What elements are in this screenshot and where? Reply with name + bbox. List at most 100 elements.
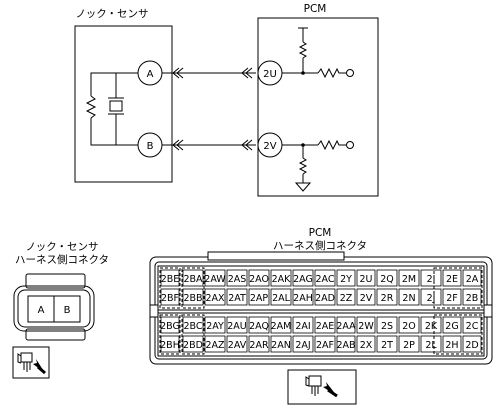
pcm-pin-cavity	[314, 288, 336, 306]
pcm-pin-label: 2AP	[250, 293, 269, 304]
pcm-pin-label: 2AJ	[295, 340, 310, 351]
pcm-pin-cavity	[182, 269, 204, 287]
pcm-pin-label: 2AB	[336, 340, 355, 351]
pcm-pin-label: 2T	[381, 340, 393, 351]
pcm-pin-label: 2O	[402, 321, 416, 332]
pcm-pin-label: 2V	[360, 293, 373, 304]
pcm-pin-label: 2AI	[295, 321, 310, 332]
pcm-pin-label: 2K	[425, 321, 438, 332]
pcm-pin-label: 2S	[381, 321, 393, 332]
pcm-pin-cavity	[292, 316, 314, 334]
pcm-pin-label: 2Z	[340, 293, 353, 304]
pcm-pin-cavity	[204, 335, 226, 353]
pcm-pin-cavity	[356, 288, 376, 306]
pcm-pin-label: 2G	[445, 321, 458, 332]
pcm-connector-title-2: ハーネス側コネクタ	[273, 239, 367, 252]
pcm-connector-housing	[149, 251, 493, 365]
pcm-pin-label: 2AQ	[249, 321, 269, 332]
pcm-pin-cavity	[398, 335, 420, 353]
pcm-pin-cavity	[398, 269, 420, 287]
pcm-pin-cavity	[270, 316, 292, 334]
pcm-pin-label: 2U	[360, 274, 373, 285]
sensor-connector-title-1: ノック・センサ	[25, 241, 98, 253]
pcm-pin-label: 2AW	[204, 274, 226, 285]
pcm-pin-cavity	[160, 335, 180, 353]
junction-dot	[301, 71, 305, 75]
pcm-pin-cavity	[204, 316, 226, 334]
pcm-pin-cavity	[442, 316, 462, 334]
pcm-pin-label: 2AH	[293, 293, 313, 304]
pcm-pin-label: 2H	[445, 340, 458, 351]
pcm-pin-cavity	[248, 269, 270, 287]
pcm-pin-label: 2AF	[316, 340, 334, 351]
pcm-pin-cavity	[356, 269, 376, 287]
pcm-pin-label: 2BA	[183, 274, 203, 285]
pcm-pin-cavity	[462, 269, 482, 287]
pcm-pin-label: 2AX	[205, 293, 225, 304]
pcm-pin-cavity	[420, 288, 442, 306]
pcm-pin-2u-label: 2U	[263, 69, 277, 80]
pcm-pin-cavity	[226, 316, 248, 334]
pcm-pin-cavity	[270, 335, 292, 353]
pcm-pin-label: 2R	[381, 293, 394, 304]
knock-sensor-title: ノック・センサ	[75, 8, 148, 20]
pcm-pin-cavity	[376, 316, 398, 334]
pcm-pin-cavity	[226, 335, 248, 353]
pcm-pin-label: 2AU	[227, 321, 247, 332]
pcm-pin-cavity	[420, 269, 442, 287]
pcm-pin-2v-label: 2V	[263, 141, 276, 152]
pcm-pin-cavity	[442, 335, 462, 353]
pcm-pin-label: 2N	[402, 293, 415, 304]
pcm-pin-label: 2AC	[315, 274, 334, 285]
pcm-pin-label: 2AG	[293, 274, 313, 285]
pcm-box	[257, 17, 379, 197]
pcm-pin-label: 2I	[427, 274, 436, 285]
pcm-pin-cavity	[336, 335, 356, 353]
pcm-pin-cavity	[376, 269, 398, 287]
pcm-pin-label: 2E	[446, 274, 458, 285]
pcm-pin-cavity	[376, 335, 398, 353]
pcm-pin-label: 2AE	[316, 321, 335, 332]
pcm-pin-label: 2AZ	[205, 340, 225, 351]
pcm-pin-label: 2AA	[336, 321, 356, 332]
pcm-pin-label: 2BD	[183, 340, 203, 351]
pcm-pin-label: 2AN	[271, 340, 291, 351]
pcm-pin-cavity	[336, 316, 356, 334]
pcm-internal-circuit	[282, 27, 354, 192]
pcm-pin-cavity	[292, 335, 314, 353]
pcm-pin-cavity	[442, 288, 462, 306]
pcm-pin-cavity	[356, 316, 376, 334]
pcm-pin-cavity	[420, 335, 442, 353]
pcm-pin-cavity	[462, 335, 482, 353]
pcm-pin-label: 2J	[427, 293, 436, 304]
pcm-pin-cavity	[292, 288, 314, 306]
pcm-pin-label: 2BC	[183, 321, 202, 332]
pcm-pin-label: 2P	[403, 340, 415, 351]
pcm-pin-label: 2AS	[228, 274, 247, 285]
pcm-pin-label: 2BE	[161, 274, 180, 285]
pcm-pin-cavity	[462, 316, 482, 334]
pcm-title: PCM	[304, 3, 327, 15]
pcm-pin-cavity	[248, 335, 270, 353]
pcm-pin-cavity	[442, 269, 462, 287]
pcm-pin-label: 2AY	[206, 321, 224, 332]
pcm-pin-label: 2W	[358, 321, 374, 332]
sensor-connector-pin-b: B	[64, 305, 71, 316]
pcm-pin-cavity	[226, 288, 248, 306]
sensor-connector-pin-a: A	[38, 305, 45, 316]
pcm-pin-label: 2BH	[160, 340, 180, 351]
pcm-pin-cavity	[182, 316, 204, 334]
harness-view-icon	[12, 346, 50, 379]
pcm-pin-cavity	[376, 288, 398, 306]
pcm-pin-label: 2X	[360, 340, 373, 351]
pcm-pin-cavity	[398, 316, 420, 334]
harness-view-icon	[287, 369, 357, 405]
pcm-pin-label: 2BB	[183, 293, 202, 304]
pcm-pin-label: 2AO	[249, 274, 269, 285]
knock-sensor-box	[74, 25, 173, 183]
pcm-pin-cavity	[160, 288, 180, 306]
pcm-pin-label: 2BF	[161, 293, 179, 304]
pcm-pin-cavity	[204, 269, 226, 287]
